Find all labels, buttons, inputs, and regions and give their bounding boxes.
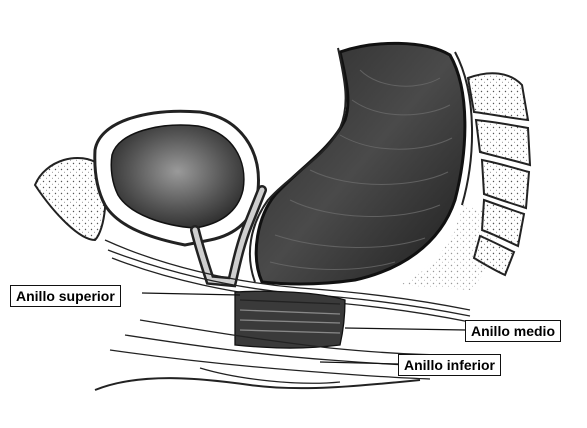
label-anillo-superior: Anillo superior bbox=[10, 285, 121, 307]
label-anillo-inferior: Anillo inferior bbox=[398, 354, 501, 376]
label-anillo-medio: Anillo medio bbox=[465, 320, 561, 342]
